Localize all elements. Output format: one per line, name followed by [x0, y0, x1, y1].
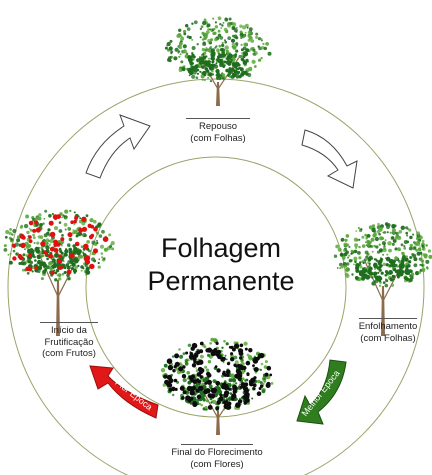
tree-icon [164, 16, 272, 106]
center-title: Folhagem Permanente [116, 232, 326, 298]
stage-left-line1: Início da [51, 325, 87, 336]
stage-bottom-line1: Final do Florecimento [171, 447, 263, 458]
stage-top-line1: Repouso [198, 121, 238, 132]
center-title-line1: Folhagem [160, 233, 282, 263]
best-season-arrow: Melhor Época [296, 359, 347, 425]
tree-icon [333, 222, 432, 336]
stage-right-line1: Enfolhamento [358, 321, 418, 332]
stage-label-bottom: Final do Florecimento (com Flores) [152, 444, 282, 470]
stage-label-top: Repouso (com Folhas) [168, 118, 268, 144]
stage-left-line2: Frutificação [44, 336, 94, 348]
flowering-tree-icon [160, 337, 274, 435]
stage-bottom-line2: (com Flores) [190, 458, 244, 470]
stage-label-left: Início da Frutificação (com Frutos) [24, 322, 114, 360]
outer-ring [7, 78, 425, 475]
stage-right-line2: (com Folhas) [360, 332, 416, 344]
stage-top-line2: (com Folhas) [190, 132, 246, 144]
worst-season-arrow: Pior Época [89, 365, 159, 419]
curved-arrow-icon [301, 129, 358, 189]
stage-left-line3: (com Frutos) [42, 348, 96, 359]
stage-label-right: Enfolhamento (com Folhas) [346, 318, 430, 344]
curved-arrow-icon [85, 114, 151, 179]
inner-ring [85, 156, 347, 418]
center-title-line2: Permanente [147, 266, 295, 296]
fruiting-tree-icon [3, 209, 115, 336]
